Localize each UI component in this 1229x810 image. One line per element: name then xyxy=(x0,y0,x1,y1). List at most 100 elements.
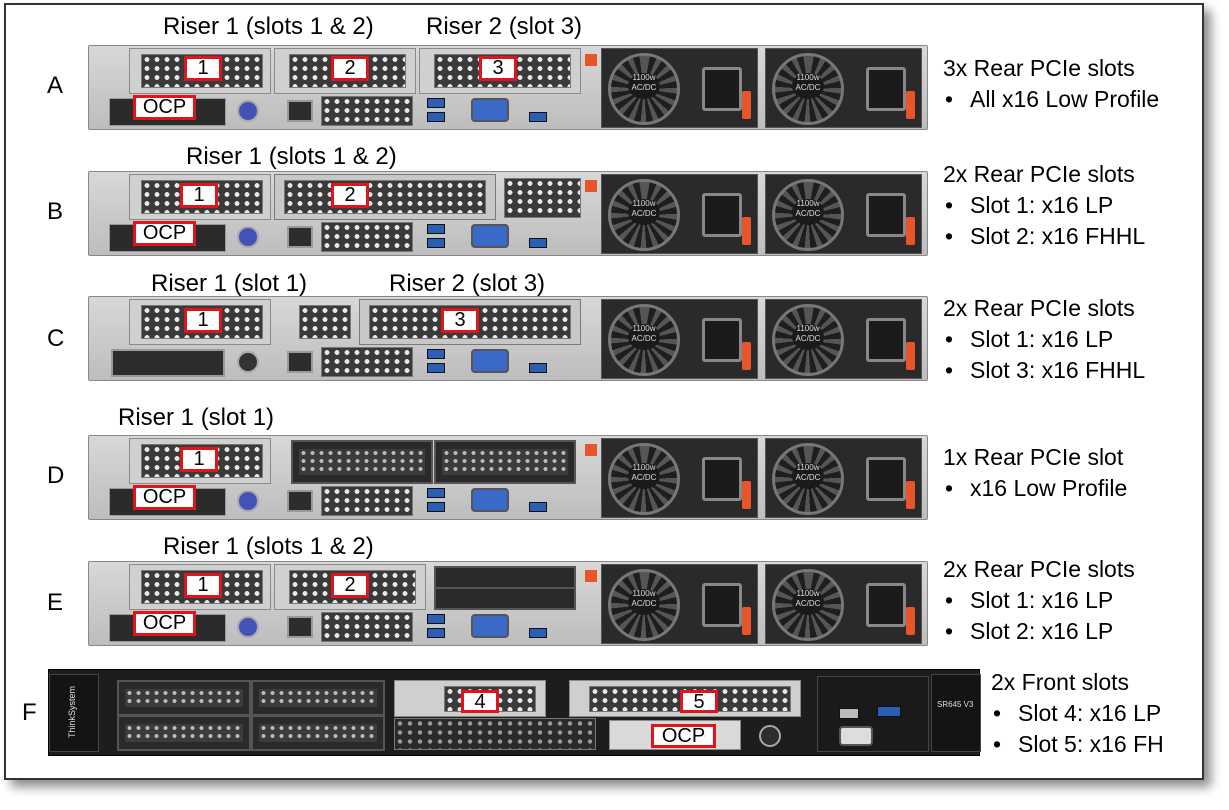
row-letter-e: E xyxy=(47,589,64,616)
ethernet-port-block xyxy=(111,349,225,377)
usb-port xyxy=(529,112,547,122)
left-rack-ear xyxy=(49,674,99,752)
ocp-label: OCP xyxy=(133,611,196,636)
vga-port xyxy=(471,349,509,373)
riser-caption-b1: Riser 1 (slots 1 & 2) xyxy=(186,143,397,170)
slot-label-1: 1 xyxy=(184,56,222,81)
description-heading: 2x Front slots xyxy=(991,669,1130,695)
psu-latch xyxy=(906,342,915,370)
vent-grille xyxy=(321,222,413,252)
row-letter-a: A xyxy=(47,72,64,99)
slot-label-1: 1 xyxy=(180,183,218,208)
vent-grille xyxy=(504,178,581,218)
fan-icon xyxy=(772,569,844,641)
brand-label: ThinkSystem xyxy=(67,686,77,739)
description-bullet: Slot 2: x16 FHHL xyxy=(943,221,1145,252)
power-socket xyxy=(702,583,742,627)
vent-grille xyxy=(321,486,413,516)
row-letter-c: C xyxy=(47,325,65,352)
usb-port xyxy=(427,238,445,248)
right-rack-ear xyxy=(931,674,981,752)
description-d: 1x Rear PCIe slot x16 Low Profile xyxy=(943,442,1127,504)
usb-port xyxy=(427,349,445,359)
psu-latch xyxy=(906,91,915,119)
riser-caption-c2: Riser 2 (slot 3) xyxy=(389,270,546,297)
description-heading: 1x Rear PCIe slot xyxy=(943,444,1124,470)
usb-port xyxy=(427,112,445,122)
usb-port xyxy=(427,488,445,498)
psu-latch xyxy=(742,217,751,245)
vent-grille xyxy=(394,718,596,750)
front-io-panel xyxy=(817,676,929,752)
usb-port xyxy=(427,363,445,373)
ocp-label: OCP xyxy=(133,221,196,246)
description-e: 2x Rear PCIe slots Slot 1: x16 LP Slot 2… xyxy=(943,554,1135,647)
ethernet-port xyxy=(287,490,313,512)
fan-icon xyxy=(772,179,844,251)
description-heading: 2x Rear PCIe slots xyxy=(943,295,1135,321)
ethernet-port xyxy=(287,616,313,638)
usb-port xyxy=(427,224,445,234)
vga-port xyxy=(471,98,509,122)
psu-latch xyxy=(906,217,915,245)
release-tab xyxy=(585,570,597,582)
usb-port xyxy=(529,502,547,512)
ocp-label: OCP xyxy=(133,95,196,120)
slot-label-1: 1 xyxy=(184,308,222,333)
riser-caption-e1: Riser 1 (slots 1 & 2) xyxy=(163,533,374,560)
description-bullet: Slot 4: x16 LP xyxy=(991,698,1164,729)
drive-bay xyxy=(117,680,251,716)
release-tab xyxy=(585,54,597,66)
vent-grille xyxy=(321,347,413,377)
vent-grille xyxy=(284,180,486,214)
slot-label-2: 2 xyxy=(331,56,369,81)
description-heading: 2x Rear PCIe slots xyxy=(943,161,1135,187)
psu-latch xyxy=(742,481,751,509)
usb-port xyxy=(529,628,547,638)
drive-bay xyxy=(434,440,576,484)
usb-port xyxy=(427,628,445,638)
description-a: 3x Rear PCIe slots All x16 Low Profile xyxy=(943,53,1159,115)
drive-bay xyxy=(251,680,385,716)
drive-bay xyxy=(434,587,576,610)
usb-port xyxy=(427,98,445,108)
release-tab xyxy=(585,180,597,192)
psu-latch xyxy=(742,607,751,635)
vga-port xyxy=(471,488,509,512)
model-label: SR645 V3 xyxy=(937,700,974,709)
usb-port xyxy=(529,238,547,248)
description-heading: 2x Rear PCIe slots xyxy=(943,556,1135,582)
thumbscrew-icon xyxy=(759,725,781,747)
description-bullet: x16 Low Profile xyxy=(943,473,1127,504)
power-socket xyxy=(866,457,906,501)
riser-caption-c1: Riser 1 (slot 1) xyxy=(151,270,308,297)
usb-port xyxy=(427,502,445,512)
drive-bay xyxy=(117,715,251,751)
description-bullet: All x16 Low Profile xyxy=(943,84,1159,115)
power-socket xyxy=(866,67,906,111)
drive-bay xyxy=(251,715,385,751)
slot-label-4: 4 xyxy=(461,690,499,713)
description-bullet: Slot 3: x16 FHHL xyxy=(943,355,1145,386)
slot-label-2: 2 xyxy=(331,573,369,598)
vga-port xyxy=(471,224,509,248)
description-bullet: Slot 2: x16 LP xyxy=(943,616,1135,647)
release-tab xyxy=(585,444,597,456)
usb-port xyxy=(839,708,859,719)
row-letter-b: B xyxy=(47,198,64,225)
thumbscrew-icon xyxy=(237,226,259,248)
description-b: 2x Rear PCIe slots Slot 1: x16 LP Slot 2… xyxy=(943,159,1145,252)
figure-frame xyxy=(4,3,1204,780)
thumbscrew-icon xyxy=(237,490,259,512)
usb-port xyxy=(529,363,547,373)
